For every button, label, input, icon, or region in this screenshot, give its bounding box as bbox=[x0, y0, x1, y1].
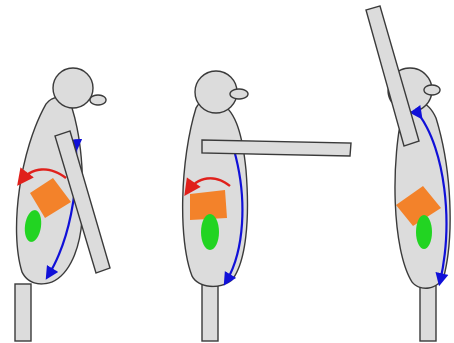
core-marker bbox=[201, 214, 219, 250]
core-marker bbox=[416, 215, 432, 249]
leg bbox=[15, 284, 31, 341]
nose bbox=[90, 95, 106, 105]
leg bbox=[420, 284, 436, 341]
leg bbox=[202, 284, 218, 341]
figure-slouched-arm-down bbox=[15, 68, 110, 341]
head bbox=[53, 68, 93, 108]
nose bbox=[230, 89, 248, 99]
figure-arched-arm-up bbox=[366, 6, 450, 341]
arm bbox=[202, 140, 351, 156]
figure-upright-arm-forward bbox=[183, 71, 351, 341]
nose bbox=[424, 85, 440, 95]
